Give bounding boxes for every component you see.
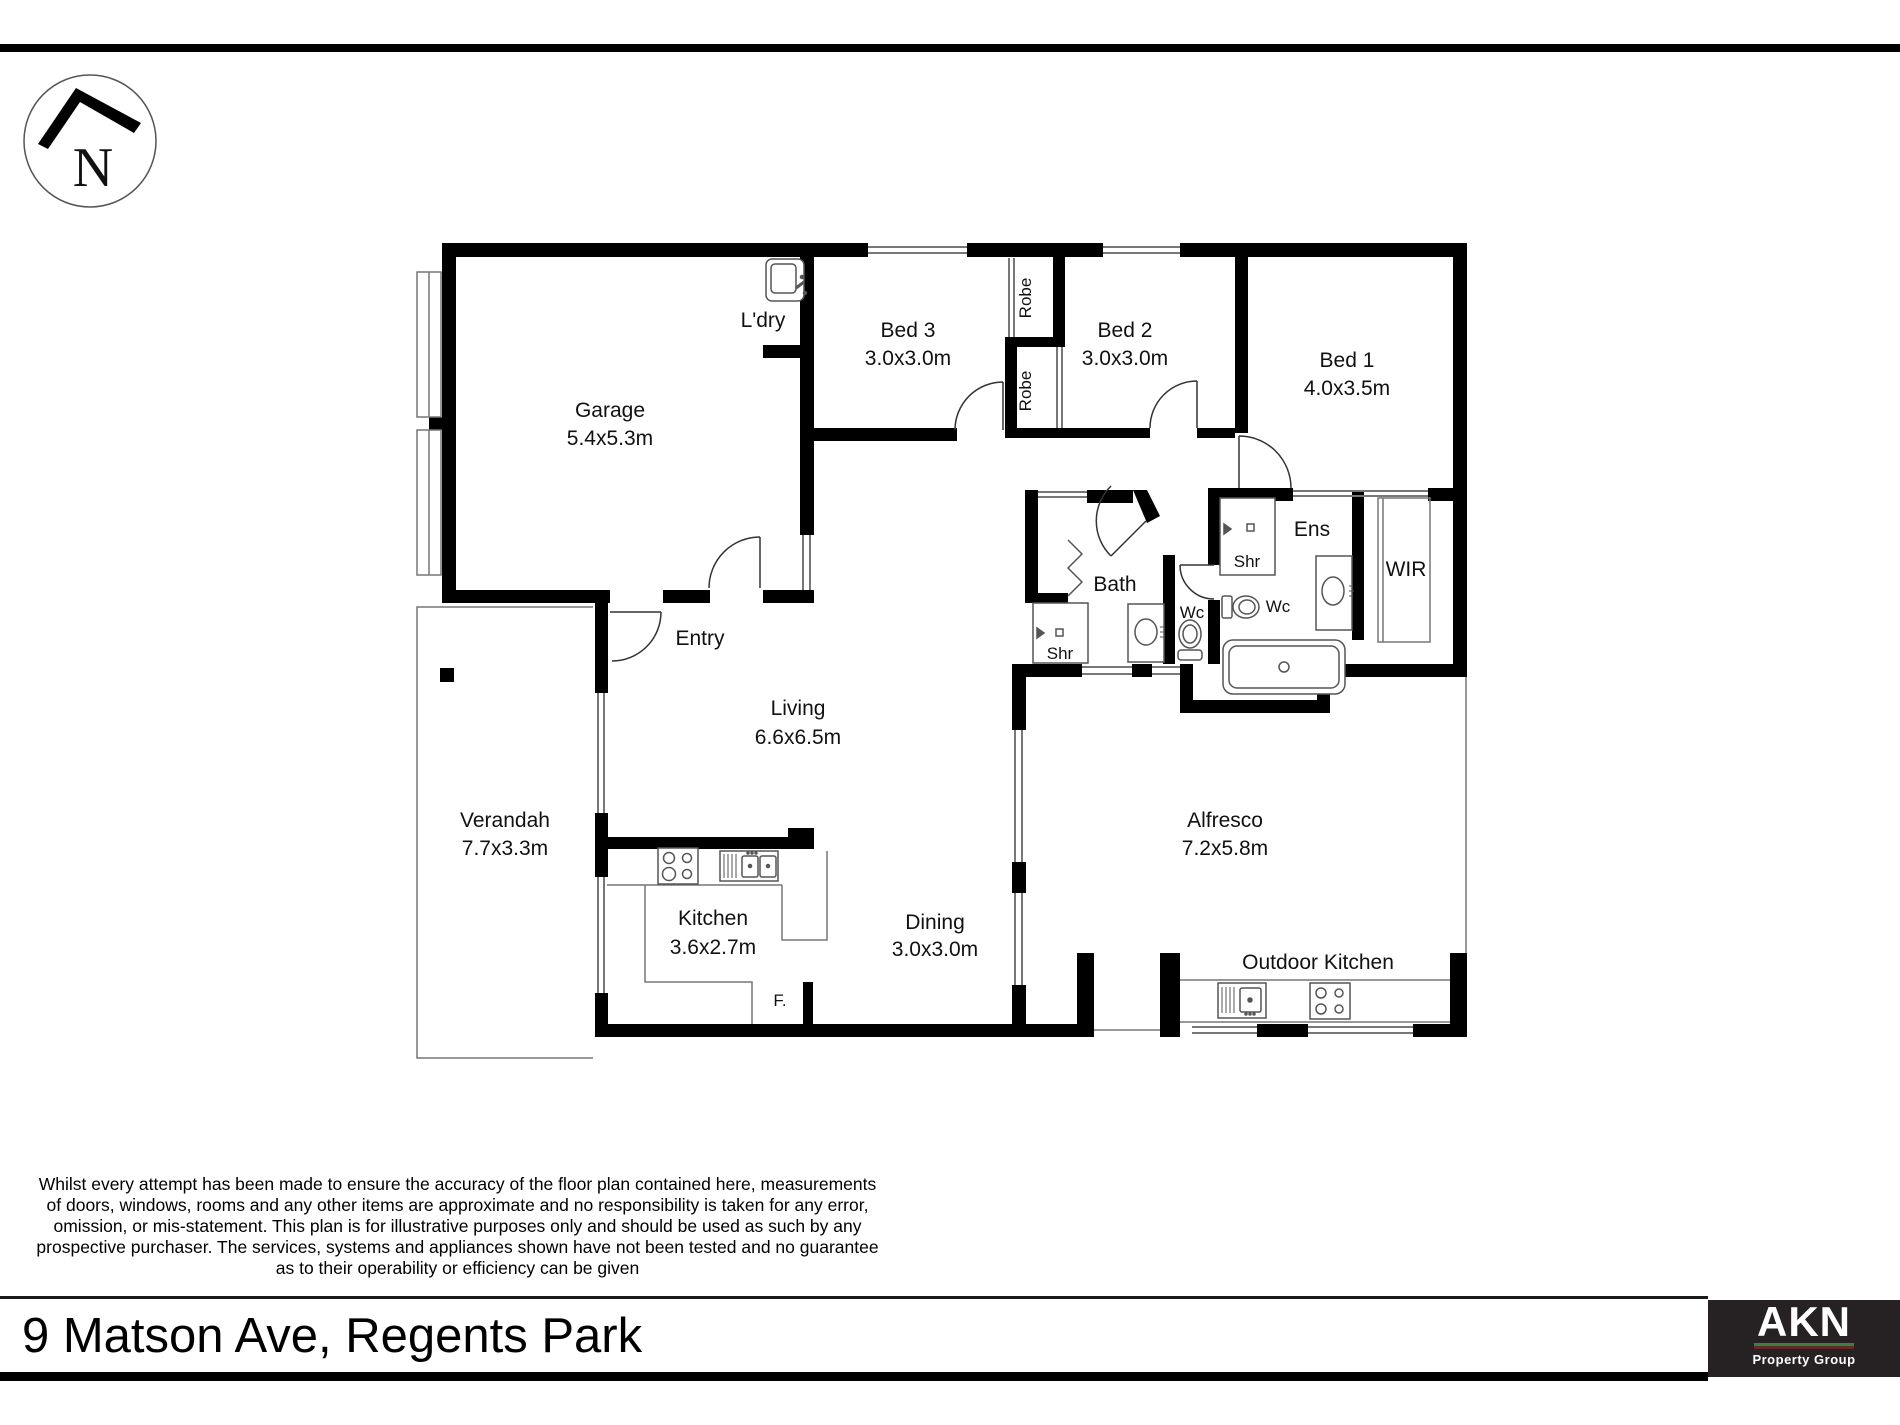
stove-icon — [657, 847, 699, 885]
label-robe-top: Robe — [1016, 278, 1035, 319]
room-dims-alfresco: 7.2x5.8m — [1182, 837, 1268, 860]
room-label-bed1: Bed 1 — [1320, 349, 1375, 372]
room-dims-bed3: 3.0x3.0m — [865, 347, 951, 370]
label-wc-ensuite: Wc — [1266, 597, 1291, 616]
bath-vanity-icon — [1127, 603, 1165, 663]
room-dims-verandah: 7.7x3.3m — [462, 837, 548, 860]
fixture-labels: Robe Robe Shr Shr Wc Wc F. — [773, 278, 1290, 1010]
room-label-outdoor-kitchen: Outdoor Kitchen — [1242, 951, 1394, 974]
outdoor-sink-icon — [1217, 982, 1267, 1019]
room-labels: Garage 5.4x5.3m L'dry Bed 3 3.0x3.0m Bed… — [460, 309, 1426, 974]
bathtub-icon — [1222, 639, 1346, 695]
agency-logo-tagline: Property Group — [1752, 1352, 1856, 1367]
outdoor-cooktop-icon — [1309, 982, 1351, 1020]
ensuite-toilet-icon — [1221, 595, 1260, 619]
room-label-kitchen: Kitchen — [678, 907, 748, 930]
footer-top-rule — [0, 1296, 1708, 1299]
compass-north-label: N — [73, 137, 113, 199]
doors — [610, 380, 1292, 662]
room-dims-dining: 3.0x3.0m — [892, 938, 978, 961]
bath-toilet-icon — [1177, 619, 1203, 661]
room-dims-garage: 5.4x5.3m — [567, 427, 653, 450]
room-label-ensuite: Ens — [1294, 518, 1330, 541]
disclaimer-line: omission, or mis-statement. This plan is… — [53, 1216, 862, 1236]
logo-green-line — [1754, 1343, 1854, 1346]
agency-logo: AKN Property Group — [1708, 1300, 1900, 1377]
room-dims-bed1: 4.0x3.5m — [1304, 377, 1390, 400]
shower-bath-icon — [1032, 602, 1089, 664]
shower-ensuite-icon — [1219, 497, 1276, 576]
fixtures — [657, 258, 1354, 1020]
footer-bottom-bar — [0, 1372, 1708, 1381]
room-dims-kitchen: 3.6x2.7m — [670, 936, 756, 959]
agency-logo-name: AKN — [1757, 1298, 1851, 1345]
room-dims-living: 6.6x6.5m — [755, 726, 841, 749]
disclaimer-line: Whilst every attempt has been made to en… — [38, 1174, 877, 1194]
room-label-garage: Garage — [575, 399, 645, 422]
disclaimer-text: Whilst every attempt has been made to en… — [25, 1174, 890, 1279]
room-label-laundry: L'dry — [741, 309, 786, 332]
room-label-bath: Bath — [1093, 573, 1136, 596]
label-shr-bath: Shr — [1047, 644, 1074, 663]
ensuite-vanity-icon — [1315, 555, 1354, 631]
north-compass-icon: N — [23, 74, 157, 208]
room-dims-bed2: 3.0x3.0m — [1082, 347, 1168, 370]
room-label-alfresco: Alfresco — [1187, 809, 1263, 832]
room-label-bed3: Bed 3 — [881, 319, 936, 342]
room-label-living: Living — [771, 697, 826, 720]
room-label-bed2: Bed 2 — [1098, 319, 1153, 342]
disclaimer-line: of doors, windows, rooms and any other i… — [46, 1195, 869, 1215]
room-label-verandah: Verandah — [460, 809, 550, 832]
walls — [429, 243, 1467, 1037]
room-label-dining: Dining — [905, 911, 965, 934]
label-shr-ensuite: Shr — [1234, 552, 1261, 571]
logo-red-line — [1754, 1346, 1854, 1349]
disclaimer-line: prospective purchaser. The services, sys… — [36, 1237, 879, 1257]
label-fridge: F. — [773, 991, 786, 1010]
windows — [597, 246, 1428, 1034]
outlines — [416, 271, 1467, 1059]
kitchen-sink-icon — [719, 850, 779, 882]
disclaimer-line: as to their operability or efficiency ca… — [275, 1258, 640, 1278]
label-robe-bottom: Robe — [1016, 371, 1035, 412]
room-label-wir: WIR — [1386, 558, 1427, 581]
property-address: 9 Matson Ave, Regents Park — [22, 1309, 643, 1363]
laundry-sink-icon — [765, 258, 808, 302]
top-divider-bar — [0, 44, 1900, 52]
label-wc-bath: Wc — [1180, 603, 1205, 622]
room-label-entry: Entry — [675, 627, 725, 650]
